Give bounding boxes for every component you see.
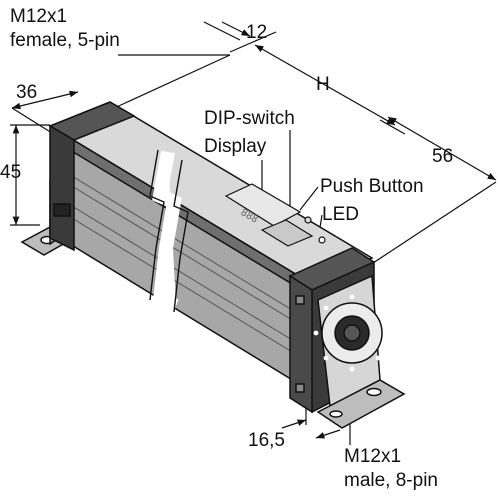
- bottom-connector-label-line1: M12x1: [344, 446, 402, 467]
- led-label: LED: [322, 204, 359, 225]
- dim-line-h-ext: [379, 119, 406, 135]
- connector-pins: [313, 294, 391, 372]
- push-button-label: Push Button: [320, 176, 424, 197]
- top-connector-label-line2: female, 5-pin: [10, 30, 120, 51]
- push-button: [304, 216, 312, 224]
- cap-screw-bottom: [295, 383, 305, 393]
- left-cable-notch: [53, 203, 71, 217]
- dimension-lines: [10, 21, 497, 445]
- dim-line-56-ext: [369, 181, 497, 266]
- dim-line-12-ext: [203, 21, 241, 41]
- led-indicator: [318, 236, 326, 244]
- leader-push-button: [299, 186, 319, 211]
- dimension-label-36: 36: [16, 82, 38, 103]
- cap-screw-top: [295, 295, 305, 305]
- dim-line-16-5-a: [281, 419, 307, 429]
- dim-line-h: [254, 44, 396, 126]
- dimension-label-h: H: [316, 74, 330, 95]
- dim-line-16-5-b: [315, 429, 341, 439]
- dimension-label-56: 56: [432, 146, 454, 167]
- dim-line-36: [11, 90, 79, 110]
- dim-line-12-b: [229, 31, 277, 53]
- display-panel: 888: [224, 183, 326, 247]
- dimension-label-45: 45: [0, 162, 22, 183]
- bottom-connector-label-line2: male, 8-pin: [344, 470, 438, 491]
- dimension-label-12: 12: [246, 22, 268, 43]
- dim-line-12: [221, 21, 251, 37]
- dimension-label-16-5: 16,5: [248, 430, 285, 451]
- display-label: Display: [204, 136, 267, 157]
- left-end-cap: [48, 101, 136, 252]
- top-connector-label-line1: M12x1: [10, 6, 68, 27]
- dip-switch-block: [260, 219, 314, 247]
- leader-top-connector: [109, 54, 231, 111]
- dip-switch-label: DIP-switch: [204, 108, 295, 129]
- dim-line-56: [387, 116, 497, 181]
- m12-male-connector: [313, 294, 391, 372]
- display-window: [224, 183, 302, 227]
